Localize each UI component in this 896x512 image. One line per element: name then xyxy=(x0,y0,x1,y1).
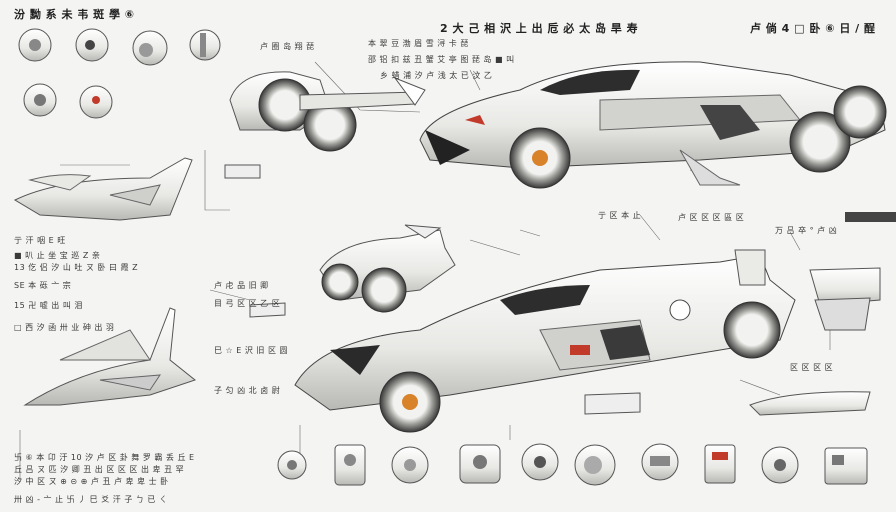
knob-icon xyxy=(18,28,52,62)
label-right-4: 区 区 区 区 xyxy=(790,363,834,372)
gear-icon xyxy=(334,444,366,486)
aircraft-left-middle xyxy=(23,307,197,406)
label-left-6: □ 西 汐 函 卅 业 砷 出 羽 xyxy=(14,323,115,332)
motor-icon xyxy=(277,450,307,480)
label-top-mid-4: 乡 蜡 浦 汐 卢 浅 太 已 汶 乙 xyxy=(380,71,493,80)
label-top-mid-3: 邵 铝 扣 兹 丑 蟹 艾 亭 图 琵 岛 ■ 叫 xyxy=(368,55,515,64)
engine-icon xyxy=(391,446,429,484)
label-left-2: ■ 叭 止 坐 宝 巡 Z 亲 xyxy=(14,251,101,260)
label-right-3: 万 吕 卒 ° 卢 凶 xyxy=(775,226,838,235)
turbine-icon xyxy=(521,443,559,481)
valve-icon xyxy=(641,443,679,481)
component-icons-bottom xyxy=(277,443,868,486)
label-mid-4: 子 匀 凶 北 卤 尉 xyxy=(214,386,281,395)
label-bottom-1: 卐 ⑥ 本 卬 汙 10 汐 卢 区 卦 舞 罗 霸 丢 丘 E xyxy=(14,453,195,462)
fan-icon xyxy=(761,446,799,484)
small-car-middle xyxy=(319,224,456,313)
canister-icon xyxy=(574,444,616,486)
label-top-mid-1: 卢 圈 岛 翔 琵 xyxy=(260,42,315,51)
right-parts xyxy=(224,164,896,416)
label-top-mid-2: 本 翠 豆 渤 眉 雪 浔 卡 琵 xyxy=(368,39,469,48)
race-car-center xyxy=(294,249,796,433)
label-mid-2: 目 弓 区 区 乙 区 xyxy=(214,299,281,308)
sensor-icon xyxy=(189,29,221,61)
label-left-4: SE 本 砾 亠 宗 xyxy=(14,281,72,290)
label-mid-1: 卢 虍 品 旧 卿 xyxy=(214,281,269,290)
label-mid-3: 巳 ☆ E 沢 旧 区 圆 xyxy=(214,346,288,355)
title-left: 汾 黝 系 未 韦 斑 學 ⑥ xyxy=(14,8,135,21)
label-right-1: 亍 区 本 止 xyxy=(598,211,642,220)
title-right: 卢 倘 4 □ 卧 ⑥ 日 / 酲 xyxy=(750,22,876,35)
battery-icon xyxy=(704,444,736,484)
module-icon xyxy=(79,85,113,119)
pump-icon xyxy=(459,444,501,484)
label-left-5: 15 卍 嘘 出 叫 泪 xyxy=(14,301,83,310)
wheel-hub-icon xyxy=(23,83,57,117)
race-car-top xyxy=(419,61,887,189)
label-bottom-4: 卅 凶 - 亠 止 卐 丿 巳 爻 汗 子 ㄅ 已 ㄑ xyxy=(14,495,168,504)
label-bottom-2: 丘 吕 ㄡ 匹 汐 卿 丑 出 区 区 区 出 卑 丑 罕 xyxy=(14,465,185,474)
dial-icon xyxy=(132,30,168,66)
label-right-2: 卢 区 区 区 區 区 xyxy=(678,213,745,222)
title-center: 2 大 己 相 沢 上 出 卮 必 太 岛 旱 寿 xyxy=(440,22,639,35)
label-bottom-3: 汐 中 区 ㄡ ⊕ ⊝ ⊕ 卢 丑 卢 卑 卑 士 卧 xyxy=(14,477,169,486)
label-left-1: 亍 汗 咽 E 旺 xyxy=(14,236,66,245)
control-box-icon xyxy=(824,447,868,485)
label-left-3: 13 仡 侣 汐 山 吐 ㄡ 卧 曰 霞 Z xyxy=(14,263,139,272)
gauge-icon xyxy=(75,28,109,62)
aircraft-left-top xyxy=(13,157,193,221)
wheel-assembly-top xyxy=(229,71,426,152)
component-icons-top-left xyxy=(18,28,221,119)
